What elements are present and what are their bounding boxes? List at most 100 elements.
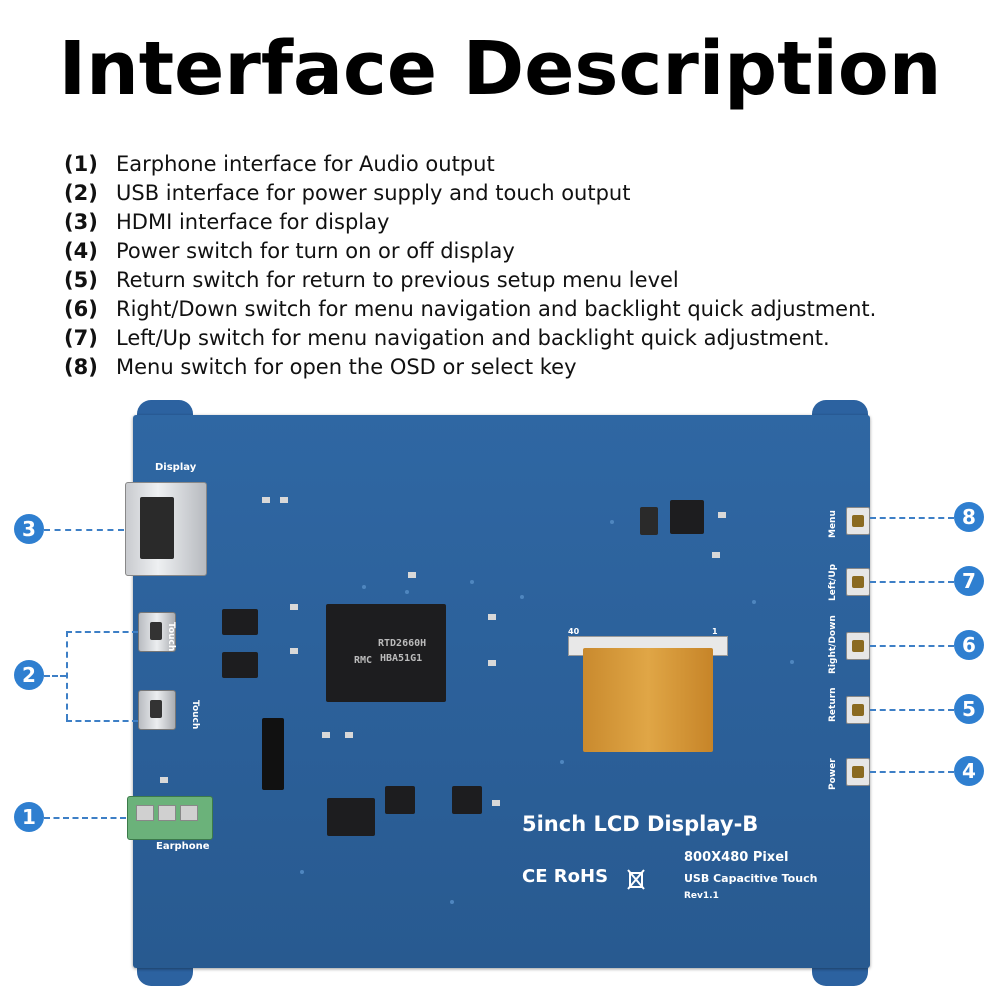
list-item: (3) HDMI interface for display: [64, 208, 876, 237]
callout-badge-3: 3: [14, 514, 44, 544]
switch-cap: [852, 640, 864, 652]
pin-40-label: 40: [568, 627, 580, 636]
callout-line-3: [44, 529, 124, 531]
main-controller-chip: [326, 604, 446, 702]
menu-switch[interactable]: [846, 507, 870, 535]
item-text: USB interface for power supply and touch…: [116, 181, 631, 205]
lcd-flex-cable: [583, 648, 713, 752]
smd-pad: [408, 572, 416, 578]
smd-pad: [290, 604, 298, 610]
smd-pad: [322, 732, 330, 738]
display-label: Display: [155, 462, 197, 473]
item-number: (7): [64, 326, 98, 350]
callout-line-6: [870, 645, 954, 647]
item-text: Earphone interface for Audio output: [116, 152, 495, 176]
ic-chip: [222, 609, 258, 635]
callout-line-4: [870, 771, 954, 773]
item-number: (3): [64, 210, 98, 234]
chip-logo: RMC: [354, 655, 373, 666]
callout-line-7: [870, 581, 954, 583]
callout-line-2: [44, 675, 66, 677]
via-dot: [405, 590, 409, 594]
ic-chip: [222, 652, 258, 678]
list-item: (8) Menu switch for open the OSD or selec…: [64, 353, 876, 382]
smd-pad: [345, 732, 353, 738]
hdmi-port-opening: [140, 497, 174, 559]
callout-badge-7: 7: [954, 566, 984, 596]
switch-cap: [852, 576, 864, 588]
hdmi-port: [125, 482, 207, 576]
smd-pad: [160, 777, 168, 783]
smd-pad: [488, 660, 496, 666]
smd-pad: [488, 614, 496, 620]
return-label: Return: [828, 687, 838, 722]
item-number: (5): [64, 268, 98, 292]
item-number: (2): [64, 181, 98, 205]
diode: [640, 507, 658, 535]
resolution-label: 800X480 Pixel: [684, 850, 789, 865]
callout-line-1: [44, 817, 126, 819]
ribbon-connector: [262, 718, 284, 790]
left-up-switch[interactable]: [846, 568, 870, 596]
ic-chip: [452, 786, 482, 814]
touch-label-1: Touch: [166, 622, 176, 652]
power-label: Power: [828, 758, 838, 790]
ic-chip: [327, 798, 375, 836]
via-dot: [560, 760, 564, 764]
list-item: (1) Earphone interface for Audio output: [64, 150, 876, 179]
pcb-board: [133, 415, 870, 968]
smd-pad: [290, 648, 298, 654]
product-name: 5inch LCD Display-B: [522, 812, 759, 836]
earphone-jack: [127, 796, 213, 840]
callout-line-5: [870, 709, 954, 711]
item-text: Right/Down switch for menu navigation an…: [116, 297, 877, 321]
via-dot: [300, 870, 304, 874]
list-item: (4) Power switch for turn on or off displ…: [64, 237, 876, 266]
power-switch[interactable]: [846, 758, 870, 786]
via-dot: [470, 580, 474, 584]
item-text: Menu switch for open the OSD or select k…: [116, 355, 577, 379]
item-number: (4): [64, 239, 98, 263]
smd-pad: [492, 800, 500, 806]
list-item: (7) Left/Up switch for menu navigation an…: [64, 324, 876, 353]
weee-bin-icon: [626, 868, 646, 890]
callout-line-2a: [66, 631, 138, 633]
via-dot: [790, 660, 794, 664]
usb-port-opening: [150, 622, 162, 640]
via-dot: [520, 595, 524, 599]
jack-pin: [158, 805, 176, 821]
smd-pad: [712, 552, 720, 558]
switch-cap: [852, 515, 864, 527]
item-number: (6): [64, 297, 98, 321]
item-text: Return switch for return to previous set…: [116, 268, 679, 292]
item-text: HDMI interface for display: [116, 210, 390, 234]
callout-line-8: [870, 517, 954, 519]
pin-1-label: 1: [712, 627, 718, 636]
chip-marking-2: HBA51G1: [380, 653, 423, 664]
via-dot: [752, 600, 756, 604]
right-down-switch[interactable]: [846, 632, 870, 660]
via-dot: [450, 900, 454, 904]
return-switch[interactable]: [846, 696, 870, 724]
callout-line-2b: [66, 720, 138, 722]
switch-cap: [852, 766, 864, 778]
item-text: Power switch for turn on or off display: [116, 239, 515, 263]
item-number: (1): [64, 152, 98, 176]
item-text: Left/Up switch for menu navigation and b…: [116, 326, 830, 350]
menu-label: Menu: [828, 510, 838, 538]
callout-badge-8: 8: [954, 502, 984, 532]
callout-badge-6: 6: [954, 630, 984, 660]
list-item: (5) Return switch for return to previous …: [64, 266, 876, 295]
via-dot: [362, 585, 366, 589]
earphone-label: Earphone: [156, 841, 210, 852]
via-dot: [610, 520, 614, 524]
callout-badge-4: 4: [954, 756, 984, 786]
touch-label-2: Touch: [190, 700, 200, 730]
usb-port-2: [138, 690, 176, 730]
certification-marks: CE RoHS: [522, 866, 609, 887]
callout-badge-1: 1: [14, 802, 44, 832]
smd-pad: [280, 497, 288, 503]
usb-port-1: [138, 612, 176, 652]
list-item: (2) USB interface for power supply and to…: [64, 179, 876, 208]
item-number: (8): [64, 355, 98, 379]
